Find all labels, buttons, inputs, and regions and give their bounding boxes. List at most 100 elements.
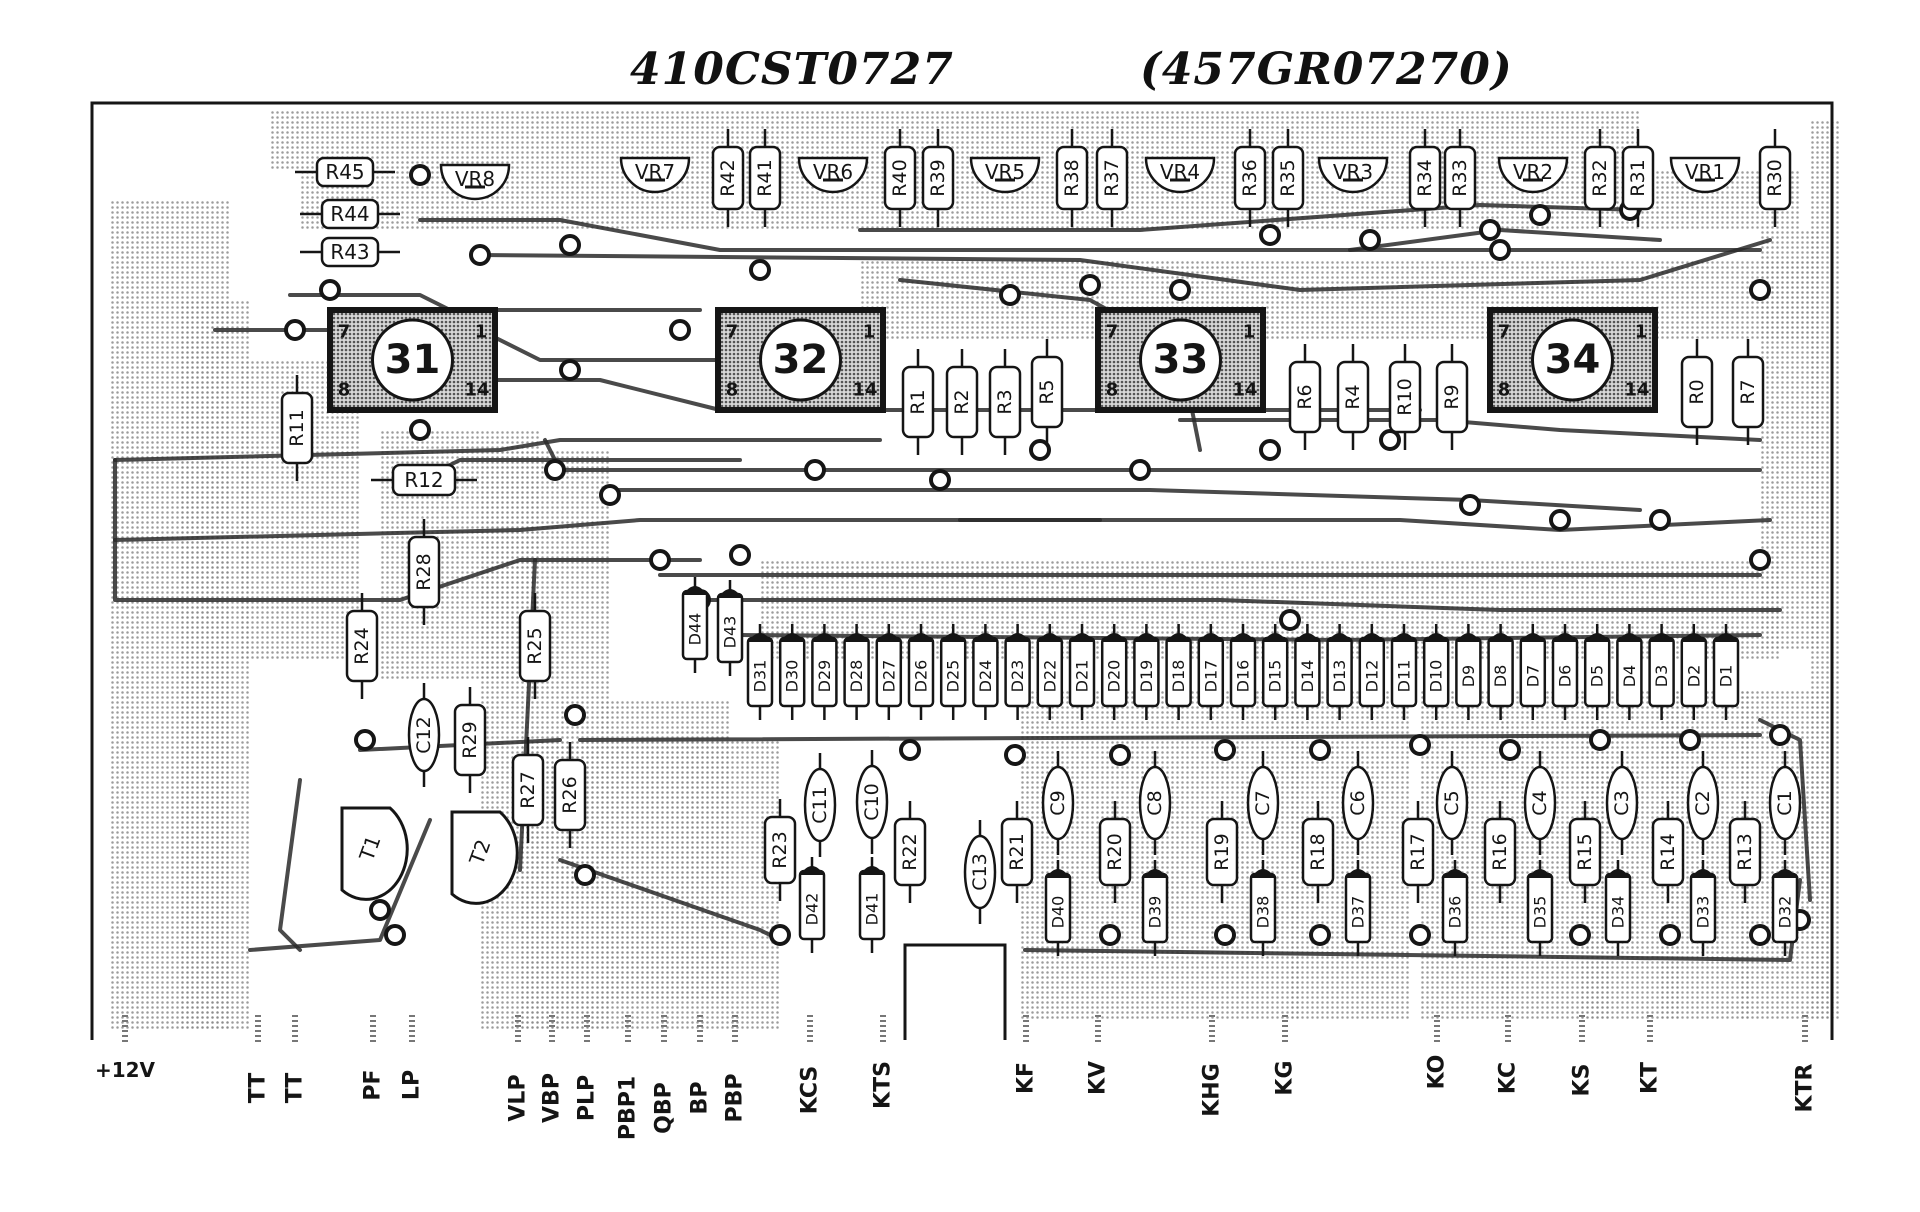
resistor-label: R36 xyxy=(1239,159,1261,196)
solder-pad-55 xyxy=(1589,729,1611,751)
diode-label: D16 xyxy=(1234,660,1253,693)
diode-label: D34 xyxy=(1609,896,1628,929)
ic-pin-label: 1 xyxy=(475,322,488,343)
resistor-label: R44 xyxy=(330,202,369,226)
connector-label: KCS xyxy=(798,1066,823,1114)
solder-pad-21 xyxy=(544,459,566,481)
diode-label: D35 xyxy=(1531,896,1550,929)
resistor-body xyxy=(1233,145,1267,211)
diode-cathode-band xyxy=(1528,869,1552,878)
resistor-label: R30 xyxy=(1764,159,1786,196)
board-frame xyxy=(90,101,1834,1040)
capacitor-label: C11 xyxy=(809,786,831,823)
diode-label: D14 xyxy=(1298,660,1317,693)
diode-label: D11 xyxy=(1395,660,1414,693)
resistor-body xyxy=(1401,817,1435,887)
top-row-R32: R32 xyxy=(1583,129,1617,227)
component-R14: R14 xyxy=(1651,801,1685,903)
connector-label: KHG xyxy=(1200,1063,1225,1117)
capacitor-body xyxy=(855,764,889,840)
capacitor-body xyxy=(1138,765,1172,841)
top-row-R35: R35 xyxy=(1271,129,1305,227)
board-part-number: 410CST0727 xyxy=(630,44,954,95)
component-R20: R20 xyxy=(1098,801,1132,903)
diode-D23: D23 xyxy=(1004,624,1031,720)
connector-label: KTR xyxy=(1793,1063,1818,1112)
diode-D22: D22 xyxy=(1036,624,1064,720)
resistor-R12: R12 xyxy=(371,463,477,497)
solder-pad-15 xyxy=(1479,219,1501,241)
trimmer-body xyxy=(1497,156,1569,194)
connector-label: +12V xyxy=(95,1058,156,1082)
diode-label: D8 xyxy=(1491,665,1510,688)
ic-label-circle xyxy=(1531,318,1614,402)
top-row-R38: R38 xyxy=(1055,129,1089,227)
resistor-R9: R9 xyxy=(1435,344,1469,450)
connector-label: PF xyxy=(361,1069,386,1100)
ic-pin-label: 7 xyxy=(1498,322,1511,343)
diode-cathode-band xyxy=(1327,633,1352,642)
diode-D14: D14 xyxy=(1294,624,1321,720)
component-R13: R13 xyxy=(1728,801,1762,903)
diode-label: D39 xyxy=(1146,896,1165,929)
diode-cathode-band xyxy=(876,633,901,642)
trimmer-label: VR6 xyxy=(813,160,853,184)
diode-D4: D4 xyxy=(1616,624,1643,720)
diode-cathode-band xyxy=(1102,633,1127,642)
resistor-body xyxy=(711,145,745,211)
resistor-label: R16 xyxy=(1489,833,1511,870)
capacitor-body xyxy=(803,767,837,843)
connector-kf: KF xyxy=(1014,1015,1039,1094)
diode-label: D40 xyxy=(1049,896,1068,929)
connector-vbp: VBP xyxy=(540,1015,565,1123)
solder-pad-46 xyxy=(1409,924,1431,946)
solder-pad-6 xyxy=(559,234,581,256)
diode-D29: D29 xyxy=(811,624,838,720)
connector-label: TT xyxy=(246,1073,271,1104)
connector-label: PLP xyxy=(575,1075,600,1121)
top-row-VR4: VR4 xyxy=(1144,156,1216,194)
diode-D17: D17 xyxy=(1197,624,1225,720)
ic-number: 33 xyxy=(1153,337,1209,383)
top-row-VR1: VR1 xyxy=(1669,156,1741,194)
diode-cathode-band xyxy=(683,586,707,595)
trimmer-body xyxy=(797,156,869,194)
connector-label: KF xyxy=(1014,1062,1039,1094)
diode-cathode-band xyxy=(718,589,742,598)
trimmer-body xyxy=(1317,156,1389,194)
resistor-label: R0 xyxy=(1686,379,1708,404)
connector-label: LP xyxy=(400,1070,425,1100)
solder-pad-9 xyxy=(749,259,771,281)
transistor-body xyxy=(450,810,519,905)
ic-pin-label: 8 xyxy=(1498,380,1511,401)
connector-tt: TT xyxy=(283,1015,308,1103)
resistor-label: R24 xyxy=(351,627,373,664)
capacitor-body xyxy=(407,697,441,773)
solder-pad-47 xyxy=(1569,924,1591,946)
diode-cathode-band xyxy=(1198,633,1223,642)
diode-label: D17 xyxy=(1201,660,1220,693)
resistor-label: R33 xyxy=(1449,159,1471,196)
component-T2: T2 xyxy=(450,810,519,905)
resistor-label: R26 xyxy=(559,776,581,813)
resistor-body xyxy=(1336,360,1370,434)
resistor-label: R22 xyxy=(899,833,921,870)
component-C12: C12 xyxy=(407,683,441,787)
ic-pin-label: 8 xyxy=(1106,380,1119,401)
top-row-R41: R41 xyxy=(748,129,782,227)
diode-cathode-band xyxy=(780,633,805,642)
component-C5: C5 xyxy=(1435,751,1469,855)
connector-ko: KO xyxy=(1425,1015,1450,1089)
diode-label: D9 xyxy=(1459,665,1478,688)
trace-25 xyxy=(1178,418,1762,442)
top-row-R34: R34 xyxy=(1408,129,1442,227)
diode-label: D28 xyxy=(847,660,866,693)
diode-label: D5 xyxy=(1588,665,1607,688)
resistor-R29: R29 xyxy=(453,687,487,793)
trace-5 xyxy=(113,518,1102,542)
resistor-body xyxy=(1483,817,1517,887)
capacitor-body xyxy=(1523,765,1557,841)
copper-plane-22 xyxy=(1760,230,1820,650)
